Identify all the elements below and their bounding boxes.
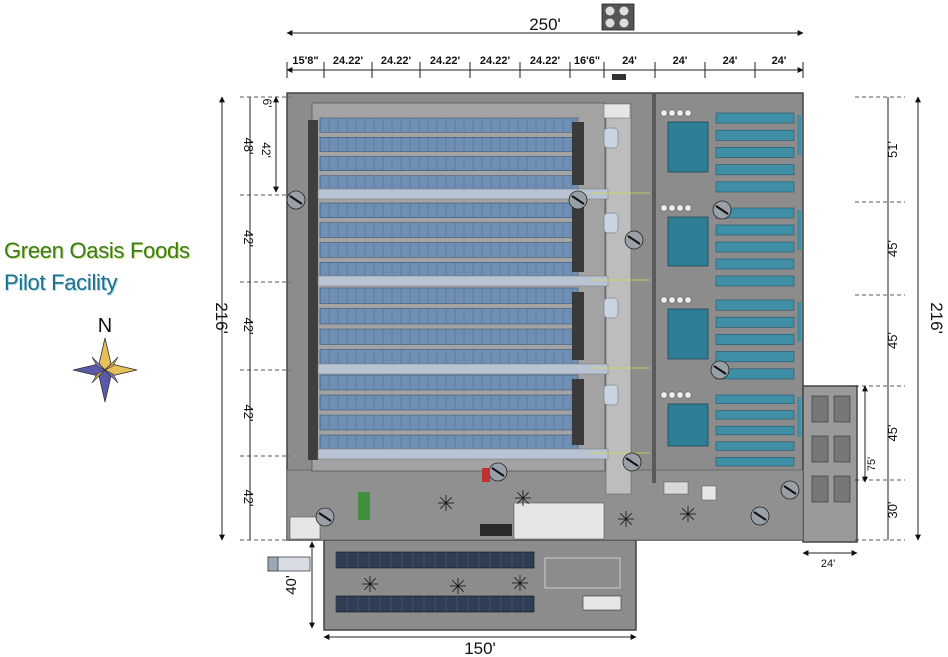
- walkway: [317, 363, 609, 375]
- left-inner-top-label: 6': [260, 99, 274, 108]
- left-segment-label: 42': [241, 230, 256, 247]
- left-segment-label: 42': [241, 318, 256, 335]
- right-segment-label: 51': [885, 141, 900, 158]
- top-segment-label: 24.22': [530, 55, 561, 67]
- fire-equipment-icon: [482, 468, 490, 482]
- top-segment-label: 24': [622, 55, 637, 67]
- right-segment-label: 45': [885, 240, 900, 257]
- fish-tank: [715, 441, 795, 451]
- grow-rack-row: [319, 175, 579, 191]
- grow-rack-row: [319, 262, 579, 278]
- grow-rack-row: [319, 137, 579, 152]
- walkway: [317, 188, 609, 200]
- grow-rack-row: [319, 394, 579, 411]
- left-inner-second-label: 42': [259, 142, 273, 158]
- fish-tank: [715, 299, 795, 311]
- grow-rack-row: [319, 156, 579, 171]
- fish-tank: [715, 457, 795, 467]
- fish-tank: [715, 147, 795, 158]
- top-segment-label: 24.22': [430, 55, 461, 67]
- annex-width-label: 24': [821, 558, 835, 570]
- site-details: [286, 74, 851, 613]
- tank-module: [667, 216, 709, 267]
- walkway: [317, 275, 609, 287]
- compass-rose-icon: N: [72, 315, 138, 403]
- fish-tank: [715, 316, 795, 328]
- fish-tank: [715, 112, 795, 124]
- annex-height-label: 75': [866, 457, 878, 471]
- left-segment-label: 42': [241, 490, 256, 507]
- grow-rack-row: [319, 308, 579, 325]
- fish-tank: [715, 258, 795, 270]
- grow-rack-row: [319, 349, 579, 366]
- parking-width-label: 150': [464, 639, 496, 657]
- overall-width-label: 250': [529, 15, 561, 34]
- fish-tank: [715, 164, 795, 176]
- truck-icon: [267, 556, 311, 572]
- grow-rack-row: [319, 242, 579, 258]
- grow-rack-row: [319, 374, 579, 391]
- walkway: [317, 448, 609, 460]
- right-segment-label: 30': [885, 502, 900, 519]
- overall-height-label: 216': [212, 302, 231, 334]
- grow-rack-row: [319, 202, 579, 218]
- top-segment-label: 24.22': [381, 55, 412, 67]
- fish-tank: [715, 129, 795, 141]
- grow-rack-row: [319, 434, 579, 451]
- fish-tank: [715, 224, 795, 236]
- fish-tank: [715, 334, 795, 345]
- fish-tank: [715, 275, 795, 287]
- fish-tank: [715, 351, 795, 363]
- north-label: N: [98, 315, 112, 337]
- right-height-label: 216': [927, 302, 946, 334]
- fish-tank: [715, 181, 795, 193]
- grow-rack-row: [319, 287, 579, 304]
- fish-tank: [715, 394, 795, 404]
- dimension-annotations: 250' 15'8" 24.22' 24.22' 24.22' 24.22' 24.22'…: [212, 15, 946, 657]
- left-segment-label: 42': [241, 405, 256, 422]
- grow-rack-row: [319, 117, 579, 133]
- tank-module: [667, 121, 709, 173]
- grow-rack-row: [319, 414, 579, 431]
- top-segment-label: 24': [772, 55, 787, 67]
- grow-rack-area: [317, 117, 650, 460]
- top-segment-label: 24.22': [333, 55, 364, 67]
- facility-title-line1: Green Oasis Foods: [4, 238, 190, 263]
- left-segment-label: 48': [241, 138, 256, 155]
- top-segment-label: 24.22': [480, 55, 511, 67]
- facility-title-line2: Pilot Facility: [4, 270, 118, 295]
- right-segment-label: 45': [885, 332, 900, 349]
- parked-truck-icon: [582, 595, 622, 611]
- top-segment-label: 16'6": [574, 55, 600, 67]
- hvac-unit-icon: [601, 3, 635, 31]
- top-segment-label: 24': [673, 55, 688, 67]
- green-unit-icon: [358, 492, 370, 520]
- aquaculture-tank-area: [660, 109, 801, 467]
- fish-tank: [715, 425, 795, 436]
- top-segment-label: 24': [723, 55, 738, 67]
- right-segment-label: 45': [885, 425, 900, 442]
- top-segment-label: 15'8": [292, 55, 318, 67]
- fish-tank: [715, 410, 795, 420]
- tank-module: [667, 308, 709, 360]
- parking-depth-label: 40': [283, 575, 300, 595]
- tank-module: [667, 403, 709, 447]
- grow-rack-row: [319, 222, 579, 238]
- grow-rack-row: [319, 328, 579, 345]
- fish-tank: [715, 241, 795, 253]
